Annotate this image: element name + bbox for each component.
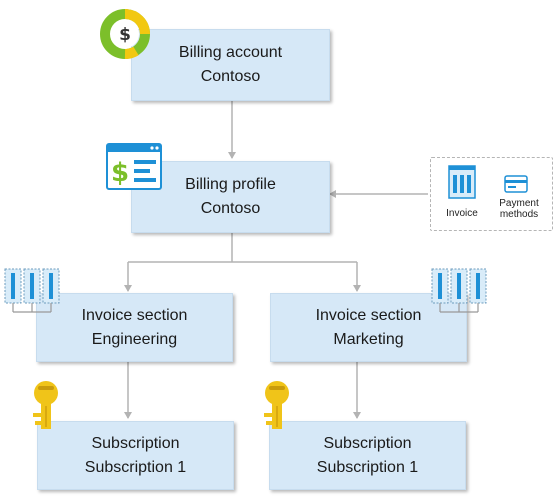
billing-account-title: Billing account [178, 44, 283, 61]
billing-profile-title: Billing profile [185, 176, 276, 193]
payment-methods-label-line-2: methods [499, 209, 539, 220]
billing-account-box[interactable]: Billing account Contoso [131, 29, 330, 101]
invoice-section-engineering-name: Engineering [91, 330, 178, 348]
dollar-donut-icon: $ [100, 9, 150, 59]
invoice-document-icon: $ [106, 143, 162, 190]
subscription-engineering-name: Subscription 1 [84, 458, 187, 476]
invoice-section-engineering-title: Invoice section [81, 306, 188, 324]
svg-text:$: $ [111, 158, 129, 188]
invoice-section-marketing-box[interactable]: Invoice section Marketing [270, 293, 467, 362]
payment-methods-label-line-1: Payment [499, 198, 539, 209]
server-rack-icon [431, 268, 487, 313]
invoice-label: Invoice [446, 208, 478, 219]
billing-profile-name: Contoso [200, 200, 261, 217]
payment-methods-label: Payment methods [491, 198, 547, 220]
invoice-section-marketing-title: Invoice section [315, 306, 422, 324]
subscription-marketing-name: Subscription 1 [316, 458, 419, 476]
billing-account-name: Contoso [200, 68, 261, 85]
key-icon [33, 381, 58, 429]
server-rack-icon [4, 268, 60, 313]
credit-card-icon [504, 175, 528, 193]
subscription-engineering-box[interactable]: Subscription Subscription 1 [37, 421, 234, 490]
billing-profile-box[interactable]: Billing profile Contoso [131, 161, 330, 233]
svg-text:$: $ [119, 25, 131, 45]
subscription-engineering-title: Subscription [91, 434, 180, 452]
key-icon [264, 381, 289, 429]
invoice-section-marketing-name: Marketing [333, 330, 404, 348]
subscription-marketing-title: Subscription [323, 434, 412, 452]
subscription-marketing-box[interactable]: Subscription Subscription 1 [269, 421, 466, 490]
invoice-icon [448, 165, 476, 199]
invoice-section-engineering-box[interactable]: Invoice section Engineering [36, 293, 233, 362]
invoice-payment-panel: Invoice Payment methods [430, 157, 553, 231]
